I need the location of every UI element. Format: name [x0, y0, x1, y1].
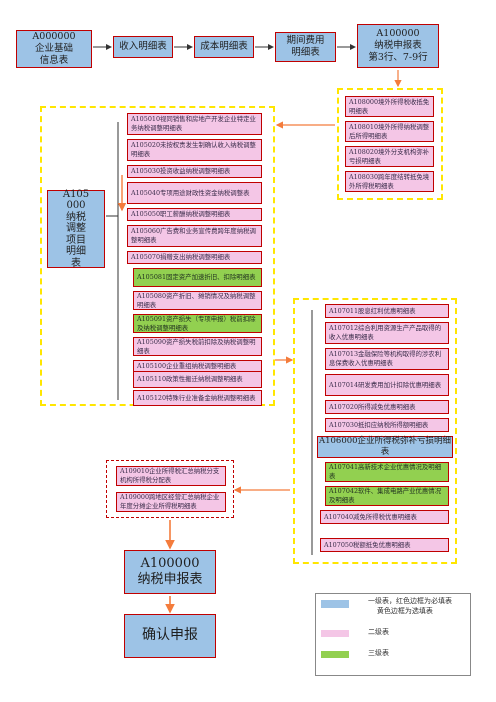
- a000000-basic-info-table: A000000 企业基础 信息表: [16, 30, 92, 68]
- a105030-box: A105030投资收益纳税调整明细表: [127, 165, 262, 178]
- legend-swatch-level1: [321, 600, 349, 608]
- a105010-box: A105010视同销售和房地产开发企业特定业务纳税调整明细表: [127, 113, 262, 135]
- cost-detail-table: 成本明细表: [194, 36, 254, 58]
- a105081-box: A105081固定资产加速折旧、扣除明细表: [133, 268, 262, 287]
- a106000-loss-compensation-table: A106000企业所得税弥补亏损明细表: [317, 436, 453, 458]
- a107012-box: A107012综合利用资源生产产品取得的收入优惠明细表: [325, 322, 449, 344]
- a100000-final-tax-return: A100000 纳税申报表: [124, 550, 216, 594]
- a105091-box: A105091资产损失（专项申报）税前扣除及纳税调整明细表: [133, 314, 262, 333]
- a105050-box: A105050职工薪酬纳税调整明细表: [127, 208, 262, 221]
- branch-allocation-group: [106, 460, 234, 518]
- a109000-box: A109000跨地区经营汇总纳税企业年度分摊企业所得税明细表: [116, 492, 226, 512]
- income-detail-table: 收入明细表: [113, 36, 173, 58]
- a105060-box: A105060广告费和业务宣传费跨年度纳税调整明细表: [127, 225, 262, 247]
- a107014-box: A107014研发费用加计扣除优惠明细表: [325, 374, 449, 396]
- foreign-income-group: [337, 88, 443, 200]
- a105120-box: A105120特殊行业准备金纳税调整明细表: [133, 390, 262, 406]
- a107041-box: A107041高新技术企业优惠情况及明细表: [325, 462, 449, 482]
- a100000-tax-return-top: A100000 纳税申报表 第3行、7-9行: [357, 24, 439, 68]
- a107050-box: A107050税额抵免优惠明细表: [320, 538, 449, 552]
- a105080-box: A105080资产折旧、摊销情况及纳税调整明细表: [133, 291, 262, 310]
- legend: 一级表，红色边框为必填表 黄色边框为选填表 二级表 三级表: [315, 593, 471, 676]
- legend-label-level3: 三级表: [368, 649, 389, 657]
- a107042-box: A107042软件、集成电路产业优惠情况及明细表: [325, 486, 449, 506]
- period-expense-table: 期间费用 明细表: [275, 32, 336, 62]
- legend-label-level2: 二级表: [368, 628, 389, 636]
- a108010-box: A108010境外所得纳税调整后所得明细表: [345, 121, 434, 142]
- a105110-box: A105110政策性搬迁纳税调整明细表: [133, 371, 262, 388]
- legend-swatch-level2: [321, 630, 349, 637]
- tax-preference-group: [293, 298, 457, 564]
- a107013-box: A107013金融保险等机构取得的涉农利息保费收入优惠明细表: [325, 348, 449, 370]
- a108020-box: A108020境外分支机构弥补亏损明细表: [345, 146, 434, 167]
- confirm-declaration-button[interactable]: 确认申报: [124, 614, 216, 658]
- a107030-box: A107030抵扣应纳税所得额明细表: [325, 418, 449, 432]
- a105070-box: A105070捐赠支出纳税调整明细表: [127, 251, 262, 264]
- a107011-box: A107011股息红利优惠明细表: [325, 304, 449, 318]
- legend-label-level1: 一级表，红色边框为必填表 黄色边框为选填表: [368, 597, 452, 615]
- a109010-box: A109010企业所得税汇总纳税分支机构所得税分配表: [116, 466, 226, 486]
- a108000-box: A108000境外所得税收抵免明细表: [345, 96, 434, 117]
- a105000-adjustment-table: A105 000 纳税 调整 项目 明细 表: [47, 189, 105, 269]
- a107040-box: A107040减免所得税优惠明细表: [320, 510, 449, 524]
- a107020-box: A107020所得减免优惠明细表: [325, 400, 449, 414]
- a105020-box: A105020未按权责发生制确认收入纳税调整明细表: [127, 139, 262, 161]
- a108030-box: A108030跨年度结转抵免境外所得税明细表: [345, 171, 434, 192]
- legend-swatch-level3: [321, 651, 349, 658]
- a105040-box: A105040专项用途财政性资金纳税调整表: [127, 182, 262, 204]
- a105090-box: A105090资产损失税前扣除及纳税调整明细表: [133, 337, 262, 356]
